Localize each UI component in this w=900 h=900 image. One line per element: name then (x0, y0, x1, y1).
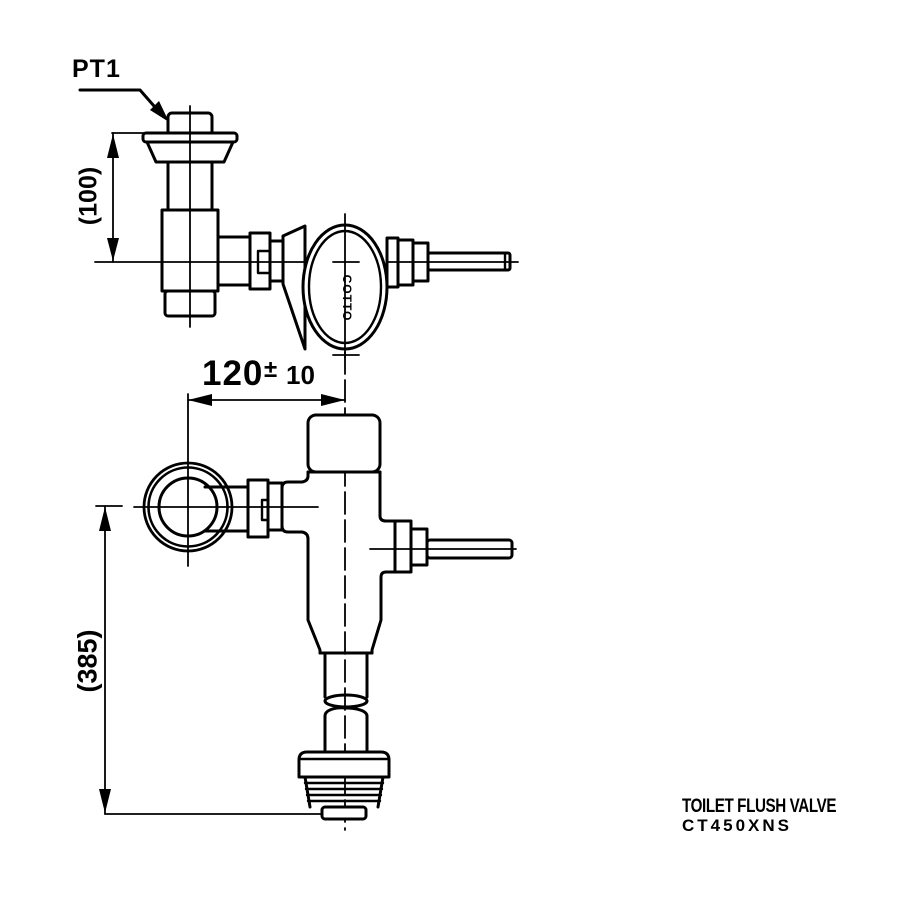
tailpipe (318, 651, 374, 752)
width-dim-tolerance-sign: ± (264, 356, 278, 383)
inlet-height-dim-label: (100) (74, 166, 103, 226)
front-view-centerlines (133, 393, 517, 567)
product-name-label: TOILET FLUSH VALVE (682, 796, 837, 817)
overall-height-dim-label: (385) (72, 629, 103, 693)
model-number-label: CT450XNS (682, 816, 792, 835)
dim-100 (107, 132, 145, 263)
dim-385 (95, 505, 323, 815)
body-left-outline (280, 470, 322, 655)
pt1-leader-arrow (78, 88, 169, 122)
threaded-outlet (297, 750, 391, 821)
top-view-centerlines (94, 105, 519, 359)
inlet-callout-label: PT1 (72, 55, 121, 83)
body-right-outline (378, 470, 397, 523)
front-view (95, 351, 517, 831)
dim-120 (187, 394, 346, 406)
width-dim-tolerance-label: 10 (286, 360, 315, 390)
cover-transition (281, 224, 307, 351)
width-dim-label: 120 (202, 354, 264, 393)
top-view (78, 88, 519, 359)
valve-cap (306, 413, 382, 474)
brand-mark-label: COTTO (340, 274, 354, 322)
